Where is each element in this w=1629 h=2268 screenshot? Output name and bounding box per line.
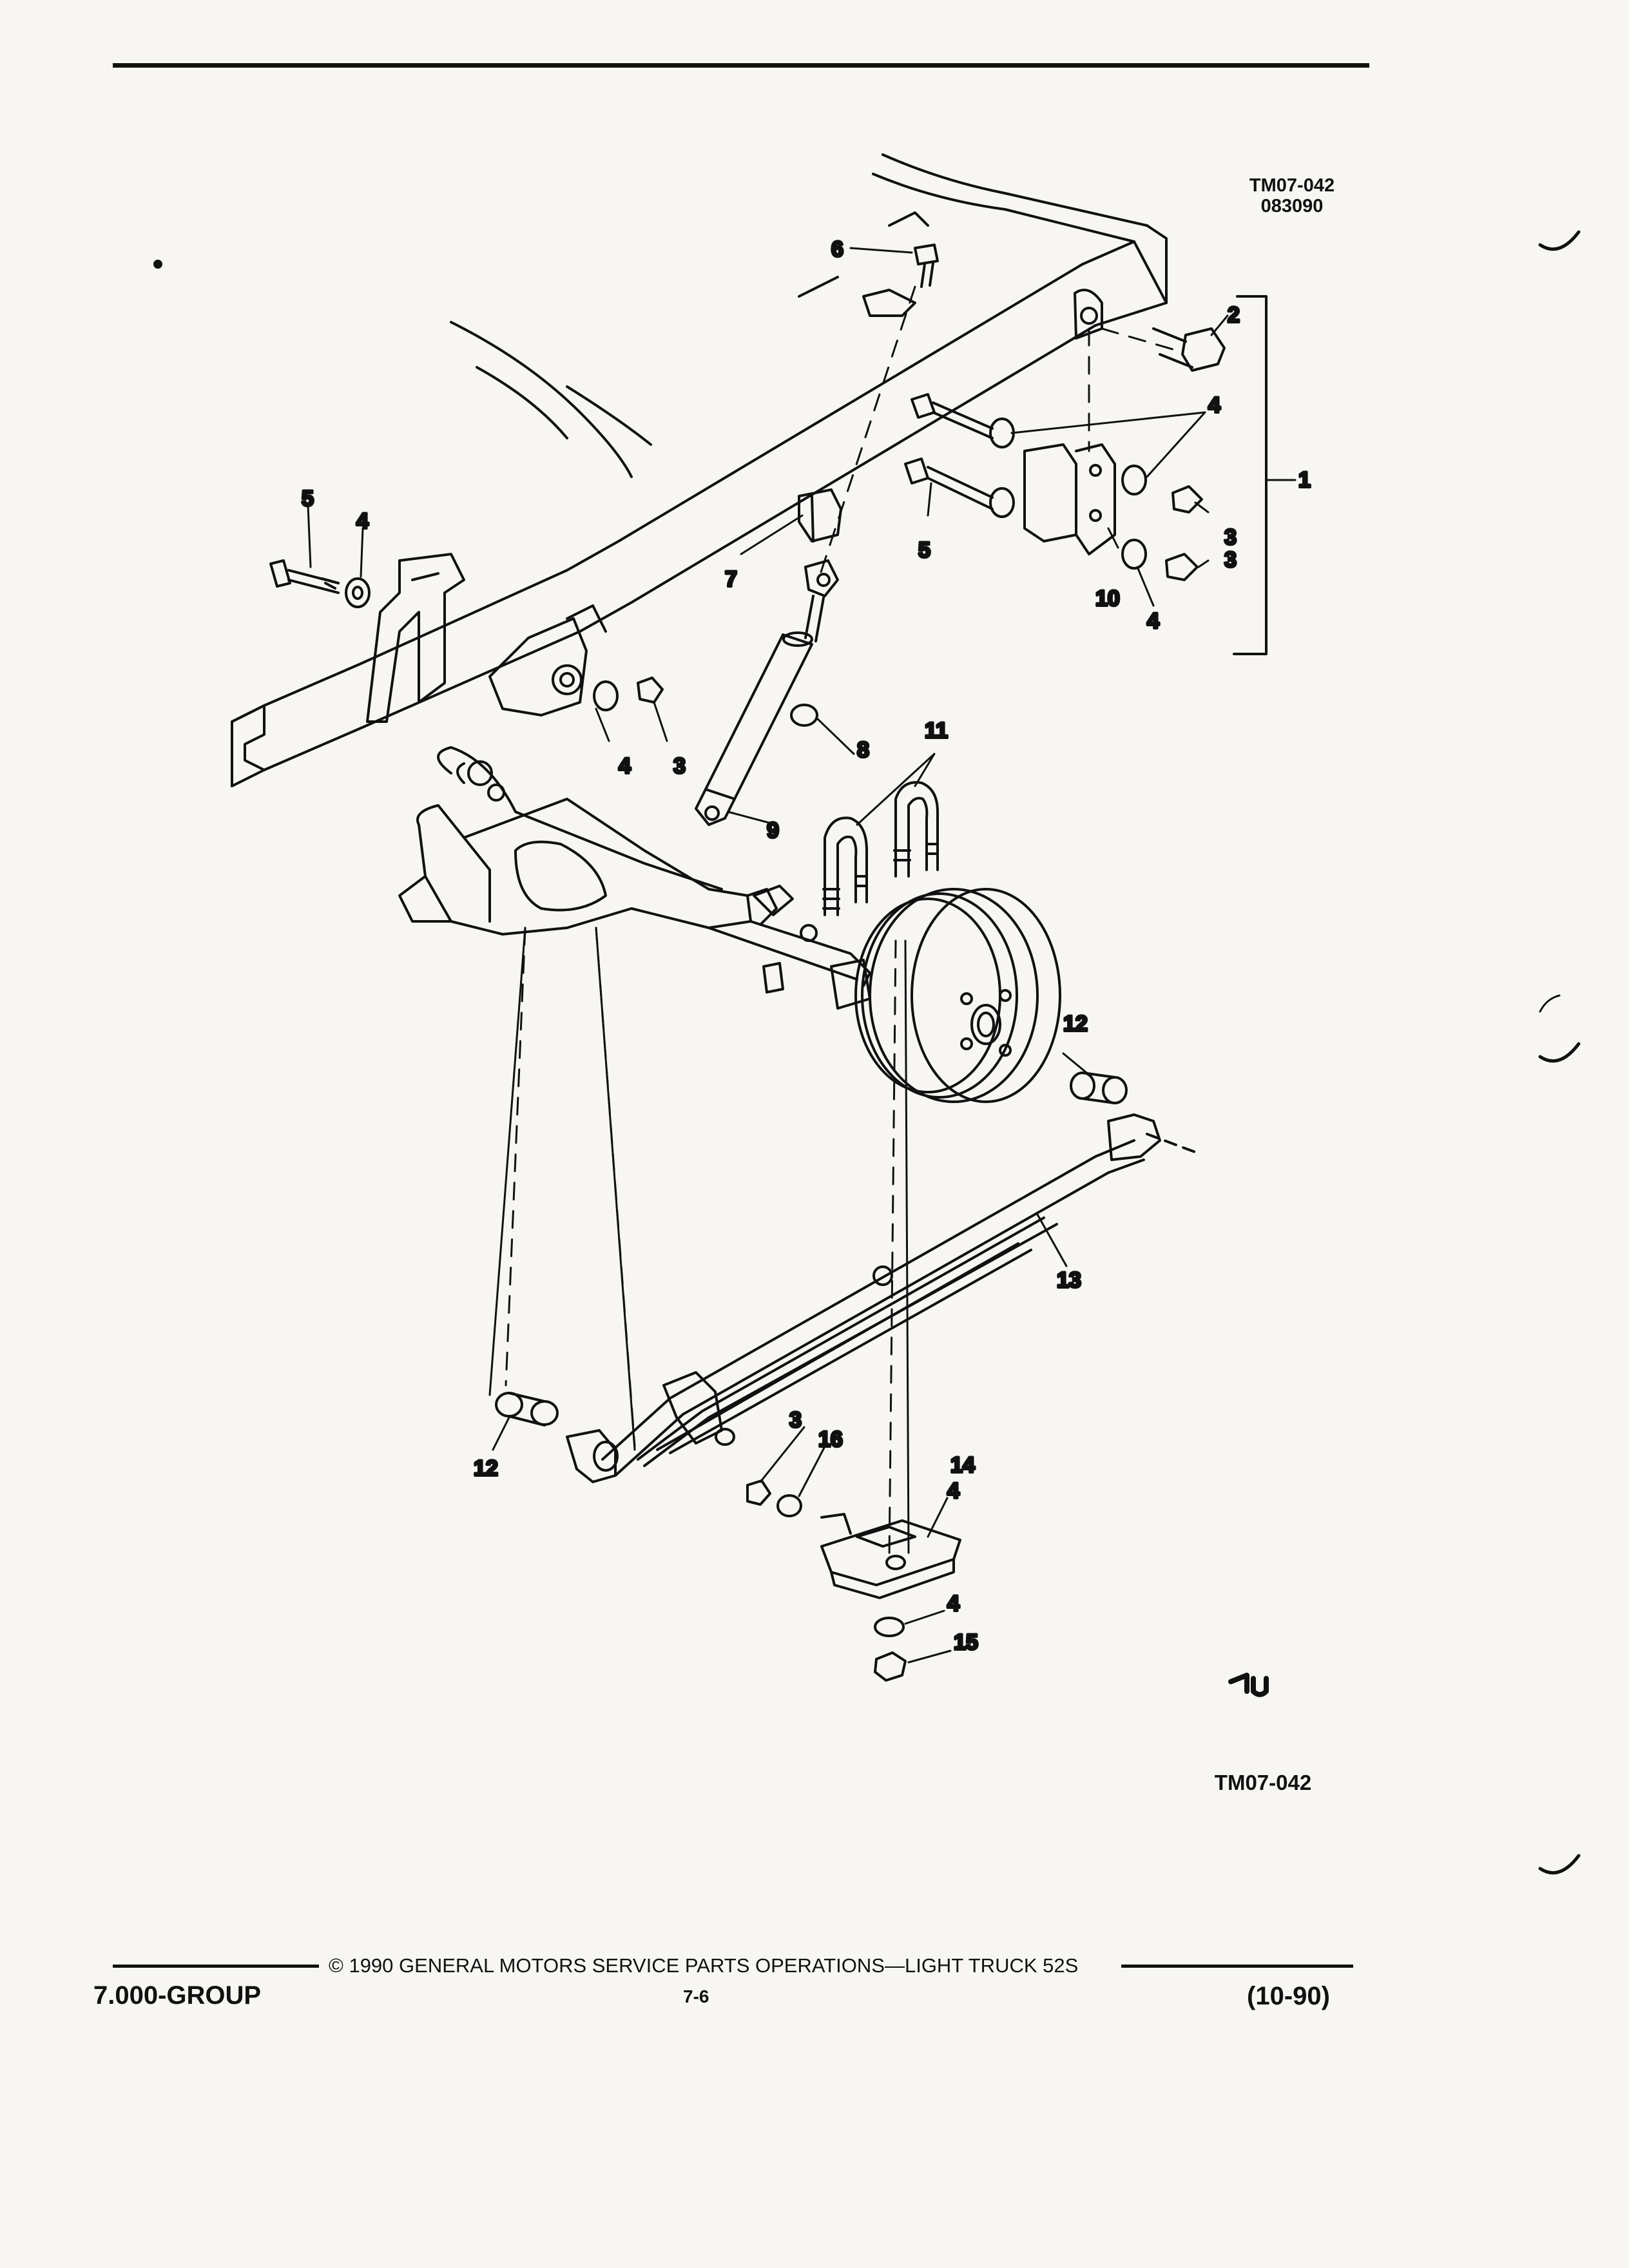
callout-label: 4	[619, 754, 631, 778]
header-rule	[113, 63, 1369, 68]
footer-page-number: 7-6	[683, 1986, 709, 2006]
callout-label: 3	[1224, 525, 1237, 550]
shock-bushing	[790, 704, 818, 727]
front-hanger-bracket	[366, 553, 465, 723]
callout-label: 2	[1228, 303, 1240, 327]
callout-label: 4	[356, 509, 369, 533]
callout-label: 10	[1095, 586, 1120, 611]
footer-rule-left	[113, 1965, 319, 1968]
callout-label: 6	[831, 237, 843, 262]
edge-mark	[1538, 230, 1581, 251]
footer-date: (10-90)	[1247, 1982, 1330, 2010]
callout-label: 11	[925, 718, 948, 743]
edge-mark	[1538, 1854, 1581, 1875]
callout-label: 3	[673, 754, 686, 778]
rear-shackle-assembly	[904, 289, 1226, 581]
callout-label: 1	[1298, 468, 1311, 492]
guide-lines	[488, 927, 910, 1554]
callout-label: 15	[954, 1630, 978, 1655]
axle-brake-fittings	[753, 885, 871, 1010]
callout-label: 12	[474, 1456, 498, 1481]
edge-mark	[1538, 1042, 1581, 1063]
callout-label: 12	[1063, 1012, 1088, 1036]
brake-drum	[854, 888, 1061, 1103]
footer-group: 7.000-GROUP	[93, 1981, 262, 2010]
callout-label: 9	[767, 818, 779, 843]
washer-lower	[776, 1494, 802, 1517]
bushing-rear	[1070, 1072, 1128, 1104]
bolt-top	[862, 244, 939, 317]
figure-date-code: 083090	[1260, 196, 1324, 216]
nut-lower	[746, 1479, 771, 1506]
spring-plate	[820, 1513, 961, 1599]
callout-label: 7	[725, 567, 737, 591]
bump-stop	[798, 488, 842, 543]
washer-bottom	[874, 1617, 905, 1637]
callout-label: 5	[302, 486, 314, 511]
rear-axle-housing	[398, 746, 871, 987]
callout-label: 3	[789, 1408, 802, 1432]
figure-code: TM07-042	[1249, 175, 1335, 196]
callout-label: 8	[857, 738, 869, 762]
nut-bottom	[874, 1651, 907, 1682]
callout-label: 4	[1147, 609, 1159, 633]
leader-lines	[307, 247, 1229, 1664]
front-spring-mount	[488, 604, 607, 716]
callout-label: 4	[1208, 393, 1220, 418]
footer-rule-right	[1121, 1965, 1353, 1968]
callout-label: 13	[1057, 1268, 1081, 1293]
spring-eye-bushing-front	[566, 1429, 619, 1483]
shock-absorber	[695, 559, 839, 826]
callout-label: 4	[947, 1591, 959, 1616]
callout-label: 16	[818, 1427, 843, 1452]
figure-code-bottom: TM07-042	[1214, 1771, 1312, 1794]
leaf-spring	[601, 1113, 1200, 1477]
washer-upper	[593, 680, 619, 711]
callout-label: 3	[1224, 548, 1237, 572]
speck	[153, 260, 162, 269]
footer-copyright: © 1990 GENERAL MOTORS SERVICE PARTS OPER…	[329, 1954, 1079, 1977]
callout-label: 14	[950, 1453, 975, 1477]
u-bolts	[822, 781, 939, 916]
bolt-left	[269, 559, 371, 608]
callout-label: 4	[947, 1479, 959, 1503]
callout-labels: 1 2 3 3 3 3 4 4 4 4 4 4 5 5 6 7 8 9 10 1…	[300, 236, 1312, 1656]
callout-label: 5	[918, 538, 930, 562]
frame-rail	[231, 153, 1168, 787]
edge-mark	[1539, 994, 1561, 1013]
bushing-front	[495, 1392, 559, 1427]
logo-mark	[1228, 1673, 1269, 1697]
nut-upper	[637, 677, 664, 704]
